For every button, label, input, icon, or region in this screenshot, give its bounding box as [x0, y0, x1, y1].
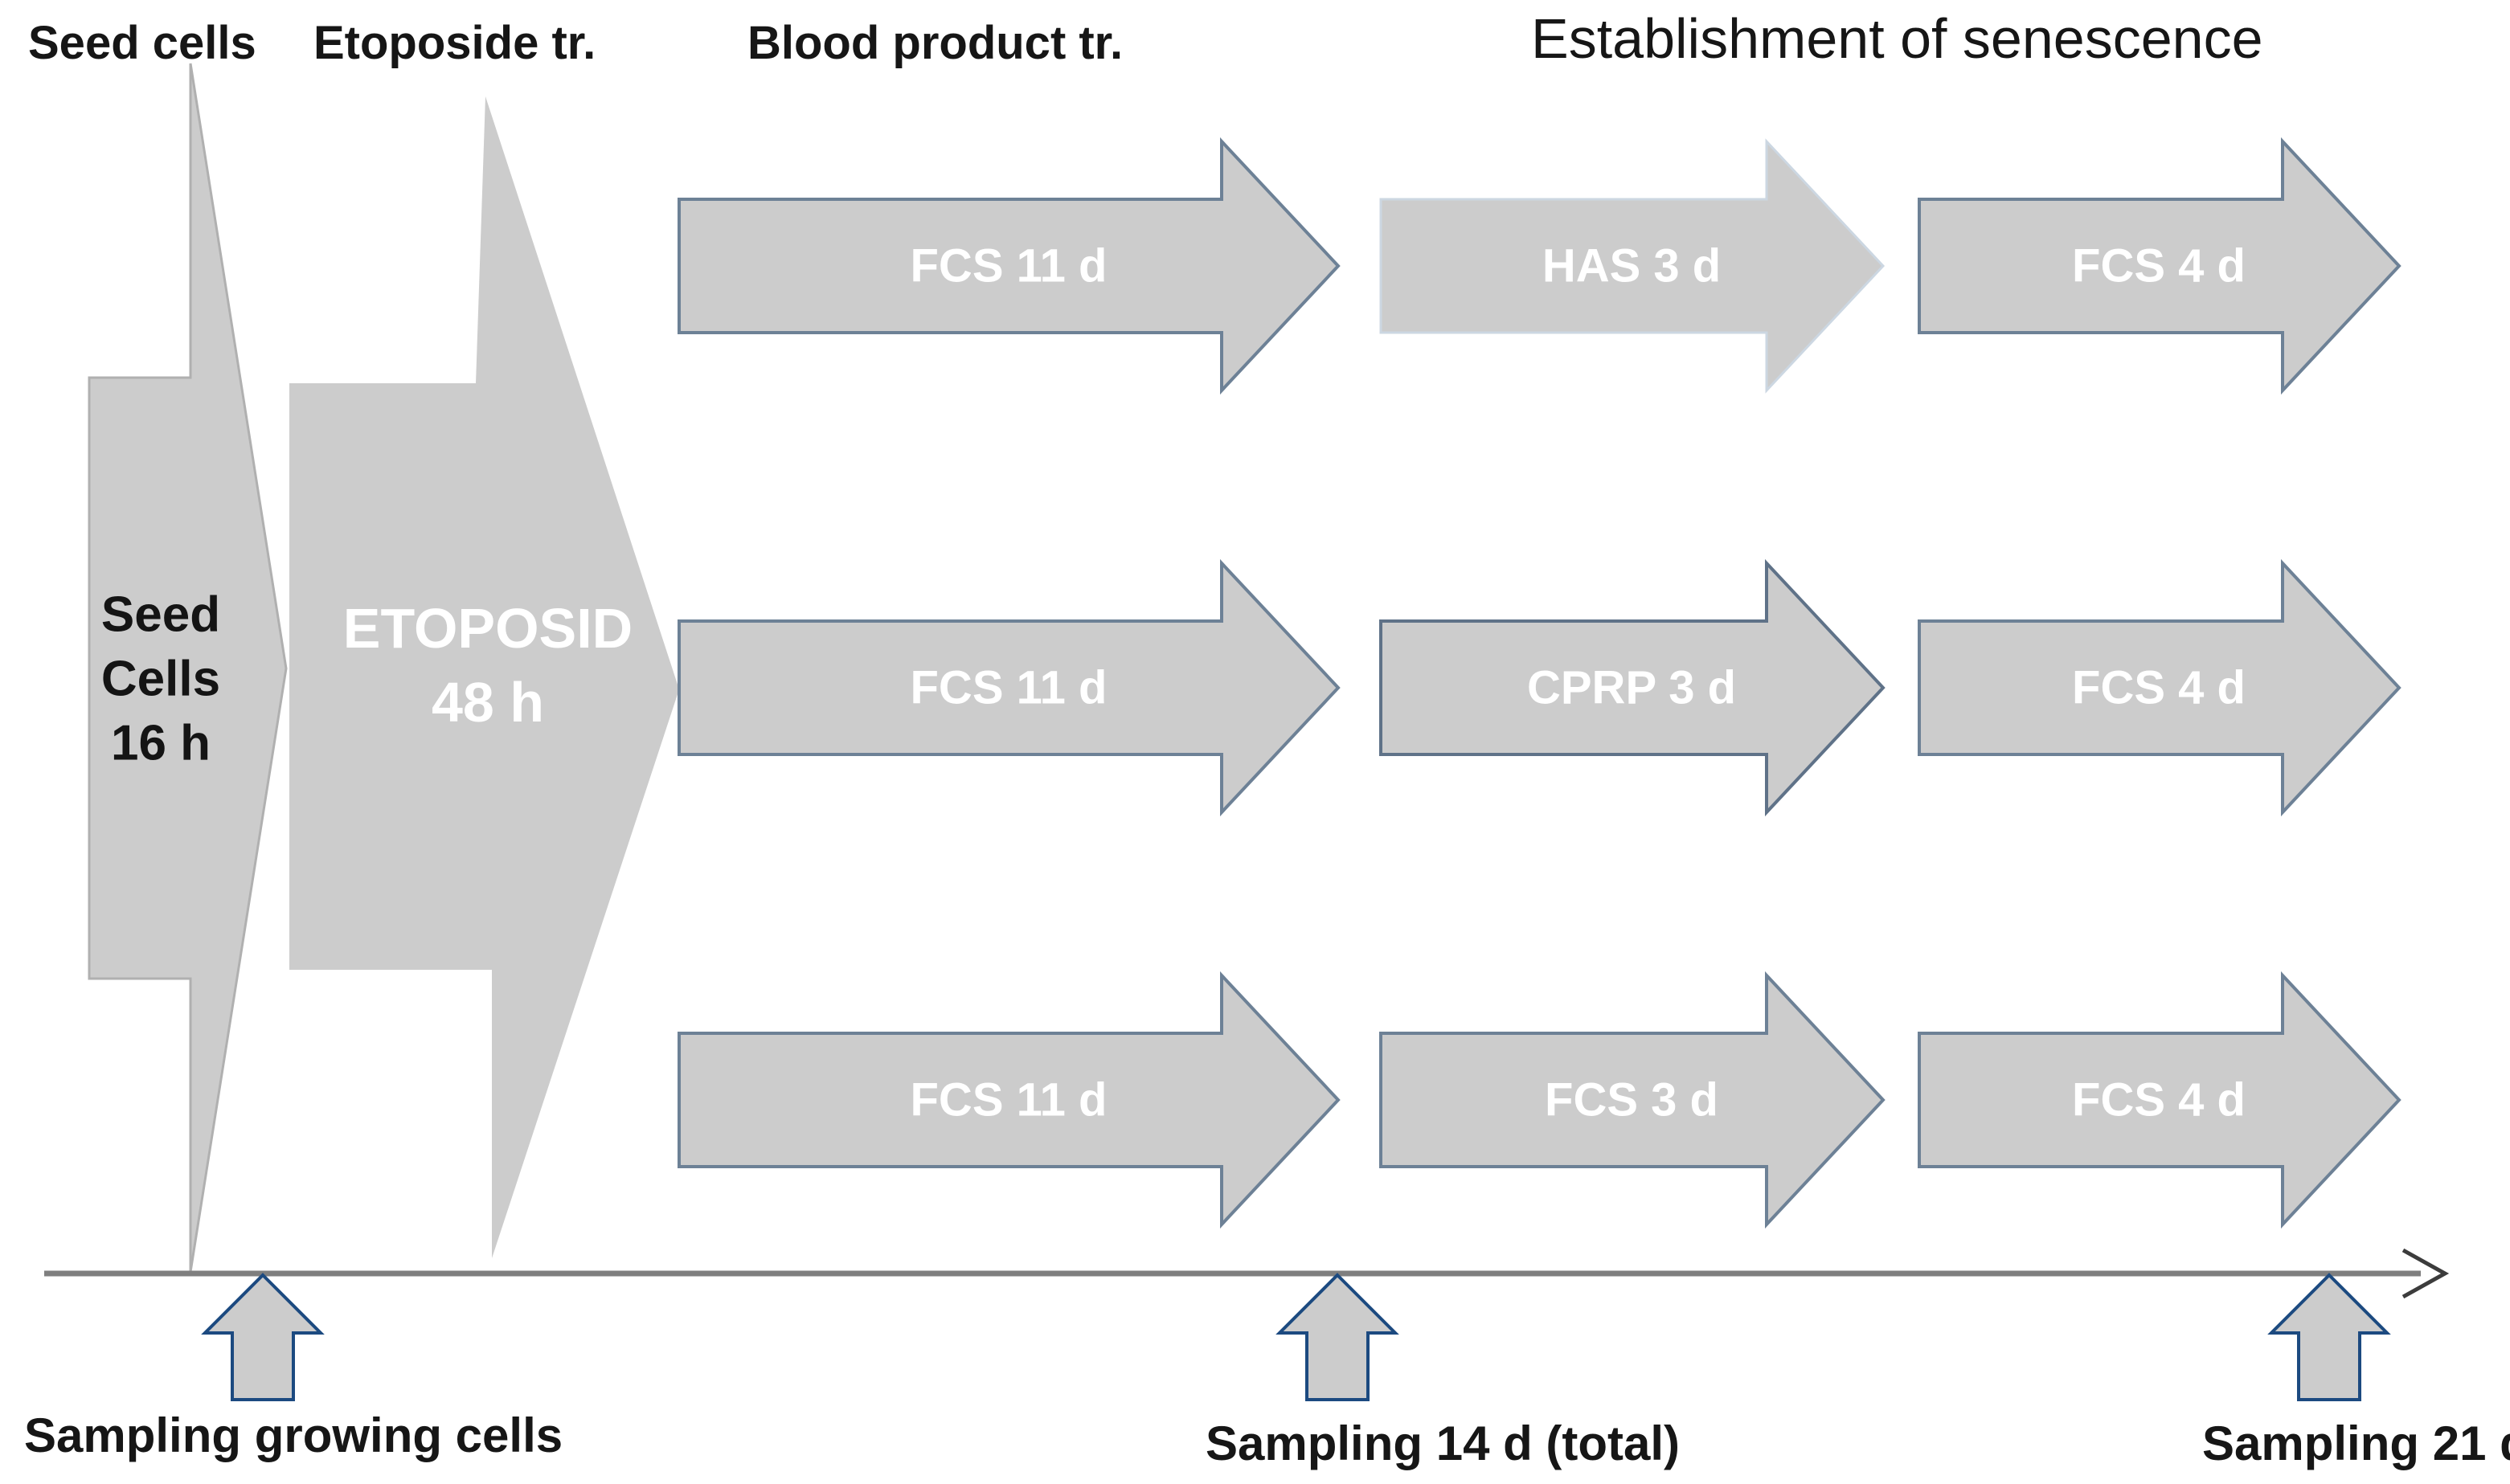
seed-cells-shape	[88, 63, 288, 1273]
label-etoposide-column: Etoposide tr.	[313, 17, 596, 69]
label-seed-cells-column: Seed cells	[28, 17, 256, 69]
seed-cells-line1: Seed	[101, 587, 220, 643]
etoposide-arrow-shape	[289, 96, 679, 1258]
label-sampling-21d: Sampling 21 d	[2202, 1417, 2510, 1470]
row2-fcs11-arrow	[678, 558, 1341, 817]
etoposide-line2: 48 h	[432, 671, 544, 734]
row2-fcs4-label: FCS 4 d	[2072, 662, 2246, 714]
row3-fcs3-label: FCS 3 d	[1545, 1074, 1718, 1126]
label-establishment-column: Establishment of senescence	[1531, 7, 2263, 70]
row2-cprp-arrow	[1379, 558, 1886, 817]
seed-cells-line2: Cells	[101, 652, 220, 707]
etoposide-line1: ETOPOSID	[343, 597, 633, 660]
row2-fcs4-arrow	[1918, 558, 2401, 817]
row1-fcs4-arrow	[1918, 137, 2401, 395]
row2-cprp-label: CPRP 3 d	[1527, 662, 1736, 714]
sampling-arrow-14d-icon	[1275, 1273, 1399, 1401]
label-sampling-growing: Sampling growing cells	[24, 1408, 563, 1462]
row1-has-label: HAS 3 d	[1542, 240, 1721, 292]
row3-fcs11-label: FCS 11 d	[911, 1074, 1108, 1126]
row1-fcs11-arrow	[678, 137, 1341, 395]
row3-fcs11-arrow	[678, 971, 1341, 1229]
row1-fcs11-label: FCS 11 d	[911, 240, 1108, 292]
row3-fcs3-arrow	[1379, 971, 1886, 1229]
sampling-arrow-growing-icon	[201, 1273, 325, 1401]
row1-fcs4-label: FCS 4 d	[2072, 240, 2246, 292]
row3-fcs4-arrow	[1918, 971, 2401, 1229]
row2-fcs11-label: FCS 11 d	[911, 662, 1108, 714]
row3-fcs4-label: FCS 4 d	[2072, 1074, 2246, 1126]
row1-has-arrow	[1379, 138, 1886, 394]
label-sampling-14d: Sampling 14 d (total)	[1206, 1417, 1681, 1470]
label-blood-product-column: Blood product tr.	[747, 17, 1124, 69]
sampling-arrow-21d-icon	[2267, 1273, 2391, 1401]
timeline-arrowhead-icon	[2401, 1248, 2450, 1299]
seed-cells-line3: 16 h	[111, 716, 211, 771]
